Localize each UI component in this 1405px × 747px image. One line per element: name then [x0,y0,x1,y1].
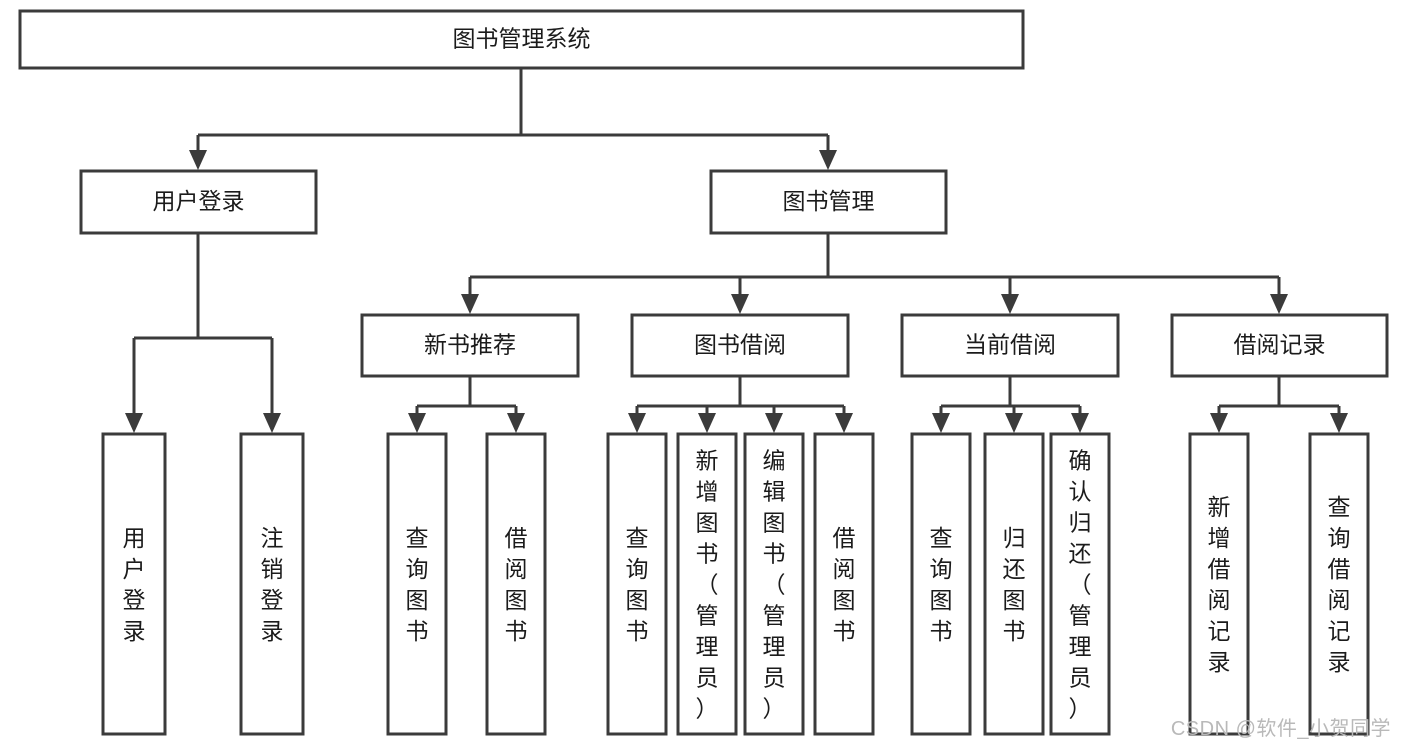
node-label-borrow-record: 借阅记录 [1234,332,1326,358]
node-new-book-recommend[interactable]: 新书推荐 [360,313,580,378]
arrow-head-icon [507,413,525,433]
node-box-current-borrow[interactable] [900,313,1120,378]
arrow-head-icon [698,413,716,433]
node-label-leaf-query-book-current: 查询图书 [930,525,953,644]
connector-bus-root [189,68,837,170]
node-box-leaf-add-borrow-record[interactable] [1188,432,1250,736]
node-box-leaf-query-book-borrow[interactable] [606,432,668,736]
node-label-leaf-user-logout: 注销登录 [261,525,284,644]
node-box-leaf-return-book[interactable] [983,432,1045,736]
node-book-borrow[interactable]: 图书借阅 [630,313,850,378]
node-borrow-record[interactable]: 借阅记录 [1170,313,1389,378]
node-root[interactable]: 图书管理系统 [18,9,1025,70]
node-user-login[interactable]: 用户登录 [79,169,318,235]
node-leaf-return-book[interactable]: 归还图书 [983,432,1045,736]
arrow-head-icon [263,413,281,433]
node-box-leaf-query-borrow-record[interactable] [1308,432,1370,736]
node-label-leaf-borrow-book: 借阅图书 [833,525,856,644]
node-box-leaf-confirm-return-admin[interactable] [1049,432,1111,736]
node-leaf-query-book-borrow[interactable]: 查询图书 [606,432,668,736]
connector-bus-current-borrow [932,376,1089,433]
arrow-head-icon [125,413,143,433]
node-box-leaf-query-book-current[interactable] [910,432,972,736]
arrow-head-icon [1001,294,1019,314]
arrow-head-icon [765,413,783,433]
node-label-leaf-edit-book-admin: 编辑图书（管理员） [763,448,786,722]
node-leaf-edit-book-admin[interactable]: 编辑图书（管理员） [743,432,805,736]
node-label-leaf-add-borrow-record: 新增借阅记录 [1208,494,1231,675]
arrow-head-icon [1270,294,1288,314]
node-box-leaf-borrow-book-recommend[interactable] [485,432,547,736]
node-leaf-query-book-current[interactable]: 查询图书 [910,432,972,736]
arrow-head-icon [1210,413,1228,433]
arrow-head-icon [408,413,426,433]
csdn-watermark: CSDN @软件_小贺同学 [1170,718,1391,740]
node-layer: 图书管理系统用户登录图书管理新书推荐图书借阅当前借阅借阅记录用户登录注销登录查询… [18,9,1389,736]
node-box-new-book-recommend[interactable] [360,313,580,378]
node-box-leaf-query-book-recommend[interactable] [386,432,448,736]
node-box-root[interactable] [18,9,1025,70]
node-box-leaf-add-book-admin[interactable] [676,432,738,736]
node-label-user-login: 用户登录 [153,188,245,214]
node-label-leaf-query-borrow-record: 查询借阅记录 [1328,494,1351,675]
connector-bus-book-borrow [628,376,853,433]
node-box-leaf-user-logout[interactable] [239,432,305,736]
arrow-head-icon [189,150,207,170]
connector-bus-user-login [125,233,281,433]
arrow-head-icon [1005,413,1023,433]
node-box-borrow-record[interactable] [1170,313,1389,378]
node-current-borrow[interactable]: 当前借阅 [900,313,1120,378]
node-box-leaf-edit-book-admin[interactable] [743,432,805,736]
node-leaf-user-login[interactable]: 用户登录 [101,432,167,736]
node-label-root: 图书管理系统 [453,26,591,52]
node-book-manage[interactable]: 图书管理 [709,169,948,235]
node-label-leaf-add-book-admin: 新增图书（管理员） [696,448,719,722]
connector-bus-new-book-recommend [408,376,525,433]
connector-bus-book-manage [461,233,1288,314]
node-label-new-book-recommend: 新书推荐 [424,332,516,358]
node-box-user-login[interactable] [79,169,318,235]
node-leaf-user-logout[interactable]: 注销登录 [239,432,305,736]
node-box-leaf-borrow-book[interactable] [813,432,875,736]
node-leaf-add-book-admin[interactable]: 新增图书（管理员） [676,432,738,736]
node-label-leaf-user-login: 用户登录 [123,525,146,644]
node-box-book-borrow[interactable] [630,313,850,378]
node-label-current-borrow: 当前借阅 [964,332,1056,358]
node-leaf-query-book-recommend[interactable]: 查询图书 [386,432,448,736]
node-label-leaf-query-book-recommend: 查询图书 [406,525,429,644]
node-label-book-borrow: 图书借阅 [694,332,786,358]
node-leaf-add-borrow-record[interactable]: 新增借阅记录 [1188,432,1250,736]
arrow-head-icon [835,413,853,433]
arrow-head-icon [1071,413,1089,433]
node-leaf-confirm-return-admin[interactable]: 确认归还（管理员） [1049,432,1111,736]
arrow-head-icon [819,150,837,170]
node-leaf-query-borrow-record[interactable]: 查询借阅记录 [1308,432,1370,736]
arrow-head-icon [932,413,950,433]
node-label-leaf-return-book: 归还图书 [1003,525,1026,644]
node-label-book-manage: 图书管理 [783,188,875,214]
arrow-head-icon [1330,413,1348,433]
arrow-head-icon [461,294,479,314]
node-label-leaf-confirm-return-admin: 确认归还（管理员） [1069,448,1092,722]
node-label-leaf-query-book-borrow: 查询图书 [626,525,649,644]
node-box-leaf-user-login[interactable] [101,432,167,736]
connector-bus-borrow-record [1210,376,1348,433]
node-label-leaf-borrow-book-recommend: 借阅图书 [505,525,528,644]
connector-layer [125,68,1348,433]
arrow-head-icon [628,413,646,433]
node-box-book-manage[interactable] [709,169,948,235]
node-leaf-borrow-book[interactable]: 借阅图书 [813,432,875,736]
node-leaf-borrow-book-recommend[interactable]: 借阅图书 [485,432,547,736]
arrow-head-icon [731,294,749,314]
